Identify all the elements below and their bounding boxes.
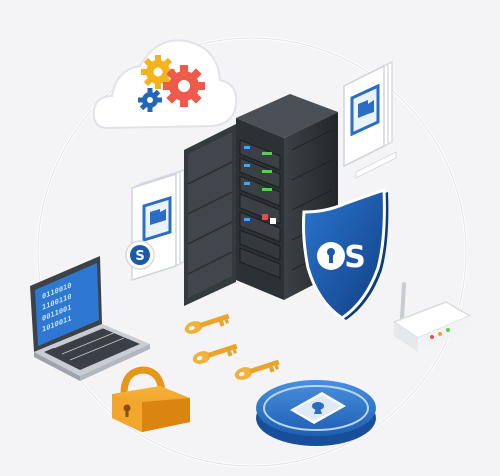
keyhole-disc-icon xyxy=(256,380,376,446)
key-icon xyxy=(234,359,280,380)
router-icon xyxy=(392,282,472,352)
badge-logo-text: S xyxy=(135,249,144,264)
laptop-binary-display: 0110010 1100110 0011001 1010011 xyxy=(42,280,72,334)
video-file-icon xyxy=(343,60,397,179)
key-icon xyxy=(184,313,230,334)
orbit-ring xyxy=(36,36,468,468)
key-icon xyxy=(192,343,238,364)
logo-badge: S xyxy=(125,240,155,270)
laptop-icon: 0110010 1100110 0011001 1010011 xyxy=(30,256,150,381)
cloud-gear-icon xyxy=(92,39,238,130)
shield-logo-text: S xyxy=(344,240,366,275)
shield-lock-icon: S xyxy=(302,187,389,320)
padlock-icon xyxy=(112,366,190,432)
